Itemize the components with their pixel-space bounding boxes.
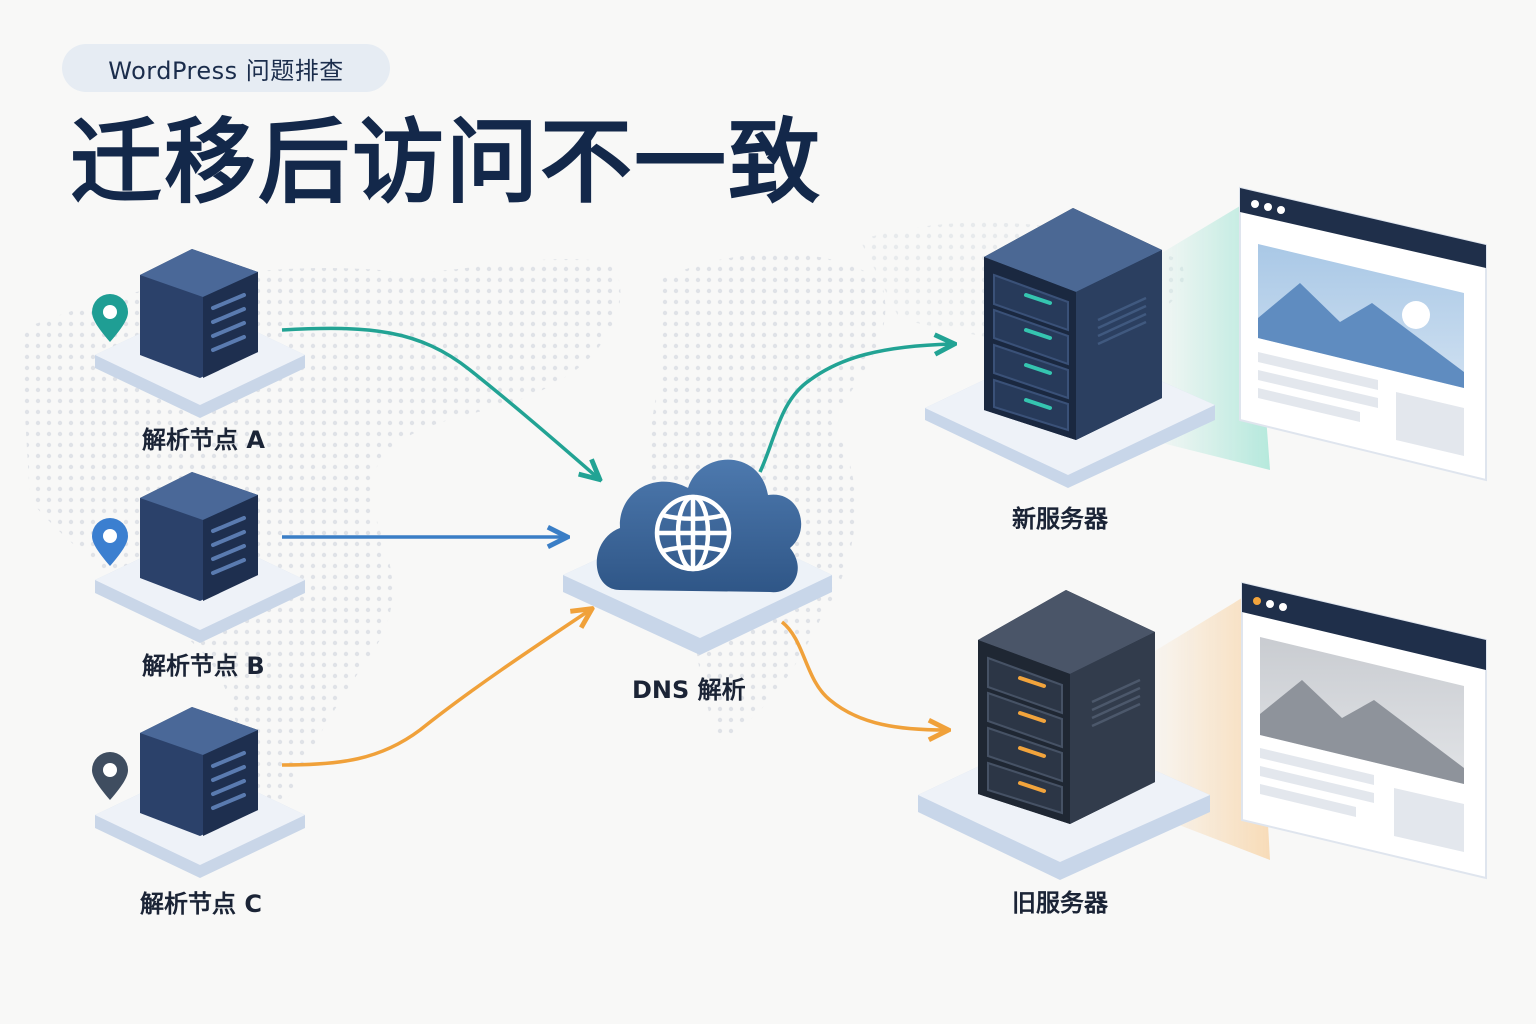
dns-label: DNS 解析: [632, 676, 746, 704]
new-server-label: 新服务器: [1012, 505, 1108, 533]
globe-icon: [654, 494, 732, 572]
arrow-node-a-to-dns: [281, 326, 598, 478]
new-server: [925, 208, 1215, 488]
arrow-dns-to-old-server: [780, 620, 946, 730]
location-pin-icon-c: [92, 752, 128, 800]
node-a-label: 解析节点 A: [142, 426, 265, 454]
location-pin-icon-b: [92, 518, 128, 566]
page-title: 迁移后访问不一致: [70, 109, 823, 216]
node-a: [95, 249, 305, 418]
old-server: [918, 590, 1210, 880]
node-c-label: 解析节点 C: [140, 890, 262, 918]
arrow-node-c-to-dns: [281, 610, 590, 767]
new-site-window: [1239, 186, 1487, 482]
dns-cloud: [596, 459, 802, 593]
location-pin-icon-a: [92, 294, 128, 342]
old-site-window: [1241, 581, 1487, 880]
old-server-label: 旧服务器: [1012, 889, 1108, 917]
node-b: [95, 472, 305, 643]
topic-tag: WordPress 问题排查: [62, 44, 390, 92]
node-b-label: 解析节点 B: [142, 652, 265, 680]
arrow-dns-to-new-server: [758, 344, 952, 473]
node-c: [95, 707, 305, 878]
